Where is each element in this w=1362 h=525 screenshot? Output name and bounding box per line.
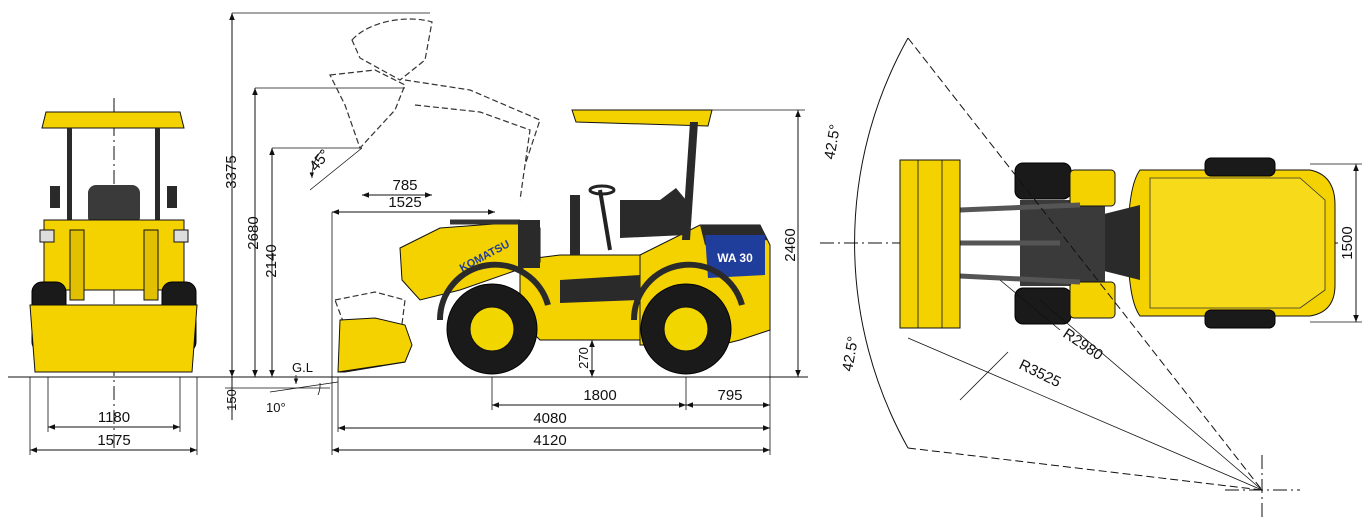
- model-badge-panel: [705, 235, 765, 278]
- top-front-tire-right: [1014, 287, 1072, 325]
- bucket-max-ghost: [351, 18, 433, 81]
- dim-reach-at-height: 1525: [388, 194, 421, 211]
- front-wheel-hub: [469, 306, 515, 352]
- dim-overall-length: 4120: [533, 432, 566, 449]
- front-arm-left: [69, 229, 85, 301]
- bucket-dump-ghost: [329, 69, 406, 150]
- front-mirror-right: [167, 186, 177, 208]
- front-headlight-right: [173, 229, 189, 243]
- ground-line-label: G.L: [292, 360, 313, 375]
- front-arm-right: [143, 229, 159, 301]
- dim-rollback-angle: 10°: [266, 400, 286, 415]
- dim-pin-height: 2680: [245, 216, 262, 249]
- front-canopy-post-right: [155, 128, 160, 228]
- lift-cylinder: [518, 220, 540, 268]
- radius-line-outer: [907, 337, 1263, 491]
- dim-dump-clearance: 2140: [263, 244, 280, 277]
- arm-raised-ghost-2: [414, 104, 531, 201]
- dim-rear-overhang: 795: [717, 387, 742, 404]
- arc-outer: [854, 37, 909, 449]
- top-fender-left: [1069, 169, 1116, 207]
- arm-raised-ghost: [404, 79, 541, 166]
- front-canopy-post-left: [67, 128, 72, 228]
- front-mirror-left: [50, 186, 60, 208]
- steering-wheel: [588, 184, 616, 196]
- top-rear-tire-right: [1204, 309, 1276, 329]
- radius-line-inner: [1039, 299, 1263, 491]
- dim-max-height: 3375: [223, 155, 240, 188]
- front-canopy: [41, 111, 185, 129]
- front-headlight-left: [39, 229, 55, 243]
- top-rear-tire-left: [1204, 157, 1276, 177]
- articulation-joint: [1100, 205, 1140, 280]
- front-view: 1180 1575: [29, 98, 198, 455]
- side-view: 3375 2680 2140 45° 785 1525 WA 30: [223, 12, 805, 455]
- top-fender-right: [1069, 281, 1116, 319]
- top-front-tire-left: [1014, 162, 1072, 200]
- dim-length-bucket-ground: 4080: [533, 410, 566, 427]
- dim-dig-depth: 150: [224, 389, 239, 411]
- dim-overall-width: 1575: [97, 432, 130, 449]
- dim-articulation-bottom: 42.5°: [839, 335, 862, 373]
- side-canopy: [571, 109, 713, 127]
- swing-line-bottom: [907, 447, 1263, 491]
- bucket-carry-ghost: [334, 291, 406, 341]
- dim-rear-width: 1500: [1339, 226, 1356, 259]
- dim-track-inner: 1180: [98, 409, 130, 426]
- dim-turning-radius-outer: R3525: [1016, 356, 1063, 391]
- frame-underside: [560, 275, 640, 303]
- top-bucket: [899, 159, 961, 329]
- dim-dump-angle: 45°: [306, 146, 334, 174]
- front-seat: [88, 185, 140, 225]
- front-bucket: [29, 304, 198, 373]
- dim-canopy-height: 2460: [782, 228, 799, 261]
- side-bucket: [337, 317, 413, 373]
- dim-dump-reach: 785: [392, 177, 417, 194]
- dim-ground-clearance: 270: [576, 347, 591, 369]
- side-seat: [620, 188, 686, 238]
- rear-wheel-hub: [663, 306, 709, 352]
- top-view: 42.5° 42.5° R2980 R3525 1500: [820, 37, 1362, 520]
- dim-turning-radius-inner: R2980: [1060, 325, 1106, 364]
- dim-articulation-top: 42.5°: [821, 123, 844, 161]
- dim-wheelbase: 1800: [583, 387, 616, 404]
- model-badge: WA 30: [717, 251, 753, 265]
- front-body: [43, 219, 185, 291]
